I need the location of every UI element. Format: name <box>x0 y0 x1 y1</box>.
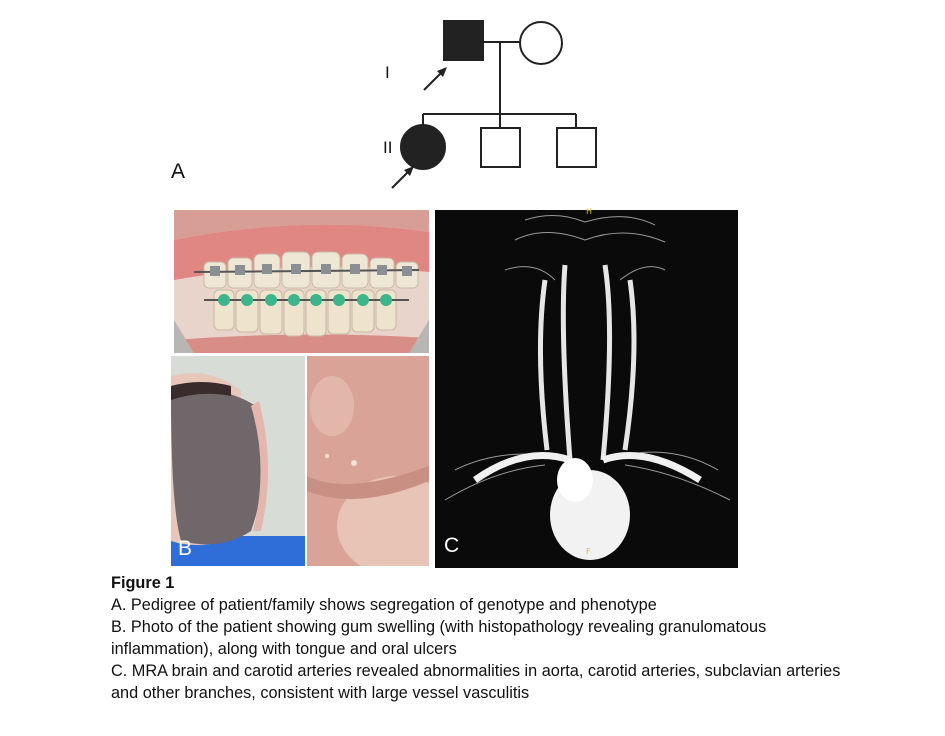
unaffected-son-symbol-2 <box>556 127 597 168</box>
tongue-photo <box>171 356 305 566</box>
pedigree-chart <box>391 20 597 189</box>
mra-head-marker: H <box>586 207 593 216</box>
figure-caption: Figure 1 A. Pedigree of patient/family s… <box>111 572 871 704</box>
unaffected-son-symbol-1 <box>480 127 521 168</box>
gum-swelling-photo <box>174 210 429 353</box>
caption-line-b: B. Photo of the patient showing gum swel… <box>111 618 767 658</box>
caption-line-a: A. Pedigree of patient/family shows segr… <box>111 596 657 614</box>
proband-arrow-icon <box>423 67 447 91</box>
mra-angiogram-image <box>435 210 738 568</box>
caption-line-c: C. MRA brain and carotid arteries reveal… <box>111 662 841 702</box>
affected-daughter-symbol <box>400 124 446 170</box>
unaffected-mother-symbol <box>519 21 563 65</box>
generation-label-ii: II <box>383 138 393 157</box>
generation-label-i: I <box>385 63 390 82</box>
caption-title: Figure 1 <box>111 574 175 592</box>
panel-letter-c: C <box>444 534 460 557</box>
mra-foot-marker: F <box>586 547 591 556</box>
panel-letter-b: B <box>178 537 193 560</box>
panel-letter-a: A <box>171 160 186 183</box>
proband-arrow-icon <box>391 166 414 189</box>
oral-ulcer-photo <box>307 356 429 566</box>
affected-father-symbol <box>443 20 484 61</box>
